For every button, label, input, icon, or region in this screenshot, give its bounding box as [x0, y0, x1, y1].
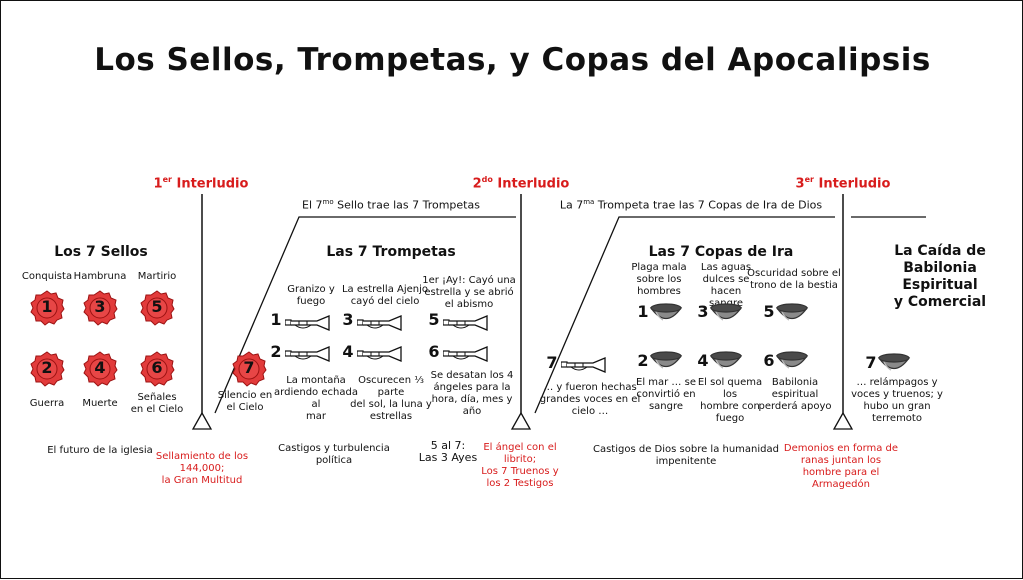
seal-4: [82, 351, 118, 392]
seventh-trumpet-banner: La 7ma Trompeta trae las 7 Copas de Ira …: [559, 198, 823, 212]
trumpet-7-number: 7: [546, 353, 558, 372]
trumpet-4-number: 4: [342, 342, 354, 361]
seal-6-label: Señales en el Cielo: [130, 392, 184, 415]
bowl-6-number: 6: [763, 351, 775, 370]
interlude-3-label: 3er Interludio: [795, 175, 891, 192]
trumpet-6-number: 6: [428, 342, 440, 361]
bowl-5-label: Oscuridad sobre el trono de la bestia: [747, 268, 841, 291]
seal-7-number: 7: [243, 358, 255, 377]
seal-6-number: 6: [151, 358, 163, 377]
trumpet-5-icon: [442, 314, 493, 337]
seal-6: [139, 351, 175, 392]
punishments-political-note: Castigos y turbulencia política: [278, 443, 390, 466]
seal-7: [231, 351, 267, 392]
page-title: Los Sellos, Trompetas, y Copas del Apoca…: [94, 42, 931, 78]
trumpet-7-icon: [560, 356, 611, 379]
seal-4-label: Muerte: [82, 398, 118, 409]
church-future-note: El futuro de la iglesia: [47, 445, 153, 456]
seals-heading: Los 7 Sellos: [54, 244, 148, 260]
trumpet-2-icon: [284, 345, 335, 368]
bowl-1-label: Plaga mala sobre los hombres: [631, 262, 687, 297]
seal-2: [29, 351, 65, 392]
trumpet-1-label: Granizo y fuego: [287, 284, 335, 307]
trumpet-1-number: 1: [270, 310, 282, 329]
bowl-7-label: … relámpagos y voces y truenos; y hubo u…: [851, 377, 943, 424]
bowls-heading: Las 7 Copas de Ira: [648, 244, 794, 260]
trumpet-4-label: Oscurecen ⅓ parte del sol, la luna y est…: [350, 375, 432, 422]
trumpet-2-number: 2: [270, 342, 282, 361]
trumpet-3-number: 3: [342, 310, 354, 329]
woes-note: 5 al 7: Las 3 Ayes: [418, 439, 478, 464]
trumpet-5-label: 1er ¡Ay!: Cayó una estrella y se abrió e…: [422, 275, 516, 310]
seal-3-label: Hambruna: [73, 271, 127, 282]
bowl-3-icon: [709, 301, 743, 332]
bowl-7-icon: [877, 351, 911, 382]
bowl-6-label: Babilonia espiritual perderá apoyo: [758, 377, 832, 412]
seal-5: [139, 290, 175, 331]
seal-5-number: 5: [151, 297, 163, 316]
seal-7-label: Silencio en el Cielo: [217, 390, 273, 413]
angel-booklet-note: El ángel con el librito; Los 7 Truenos y…: [481, 442, 559, 489]
trumpet-3-label: La estrella Ajenjo cayó del cielo: [341, 284, 429, 307]
trumpets-heading: Las 7 Trompetas: [326, 244, 456, 260]
bowl-2-number: 2: [637, 351, 649, 370]
seventh-seal-banner: El 7mo Sello trae las 7 Trompetas: [302, 198, 480, 212]
bowl-6-icon: [775, 349, 809, 380]
seal-2-label: Guerra: [29, 398, 65, 409]
bowl-3-number: 3: [697, 302, 709, 321]
bowl-4-icon: [709, 349, 743, 380]
interlude-1-fulcrum: [191, 411, 213, 430]
seal-1-label: Conquista: [21, 271, 73, 282]
babylon-heading: La Caída de Babilonia Espiritual y Comer…: [893, 243, 987, 310]
interlude-1-label: 1er Interludio: [153, 175, 249, 192]
seal-3: [82, 290, 118, 331]
bowl-7-number: 7: [865, 353, 877, 372]
seal-3-number: 3: [94, 297, 106, 316]
bowl-1-number: 1: [637, 302, 649, 321]
trumpet-2-label: La montaña ardiendo echada al mar: [274, 375, 358, 422]
interlude-2-label: 2do Interludio: [472, 175, 570, 192]
bowl-4-number: 4: [697, 351, 709, 370]
seal-1-number: 1: [41, 297, 53, 316]
trumpet-6-icon: [442, 345, 493, 368]
trumpet-6-label: Se desatan los 4 ángeles para la hora, d…: [430, 370, 514, 417]
bowl-1-icon: [649, 301, 683, 332]
trumpet-5-number: 5: [428, 310, 440, 329]
trumpets-bracket: [214, 216, 516, 414]
seal-1: [29, 290, 65, 331]
trumpet-4-icon: [356, 345, 407, 368]
seal-4-number: 4: [94, 358, 106, 377]
bowl-5-icon: [775, 301, 809, 332]
punishments-god-note: Castigos de Dios sobre la humanidad impe…: [592, 444, 779, 467]
interlude-3-fulcrum: [832, 411, 854, 430]
seal-5-label: Martirio: [137, 271, 177, 282]
demons-note: Demonios en forma de ranas juntan los ho…: [783, 443, 899, 490]
trumpet-1-icon: [284, 314, 335, 337]
seal-2-number: 2: [41, 358, 53, 377]
bowls-bracket: [534, 216, 835, 414]
bowl-2-icon: [649, 349, 683, 380]
bowl-2-label: El mar … se convirtió en sangre: [636, 377, 696, 412]
interlude-2-fulcrum: [510, 411, 532, 430]
trumpet-7-label: … y fueron hechas grandes voces en el ci…: [539, 382, 641, 417]
sealing-note: Sellamiento de los 144,000; la Gran Mult…: [155, 451, 249, 486]
bowl-5-number: 5: [763, 302, 775, 321]
trumpet-3-icon: [356, 314, 407, 337]
bowl-4-label: El sol quema los hombre con fuego: [697, 377, 763, 424]
